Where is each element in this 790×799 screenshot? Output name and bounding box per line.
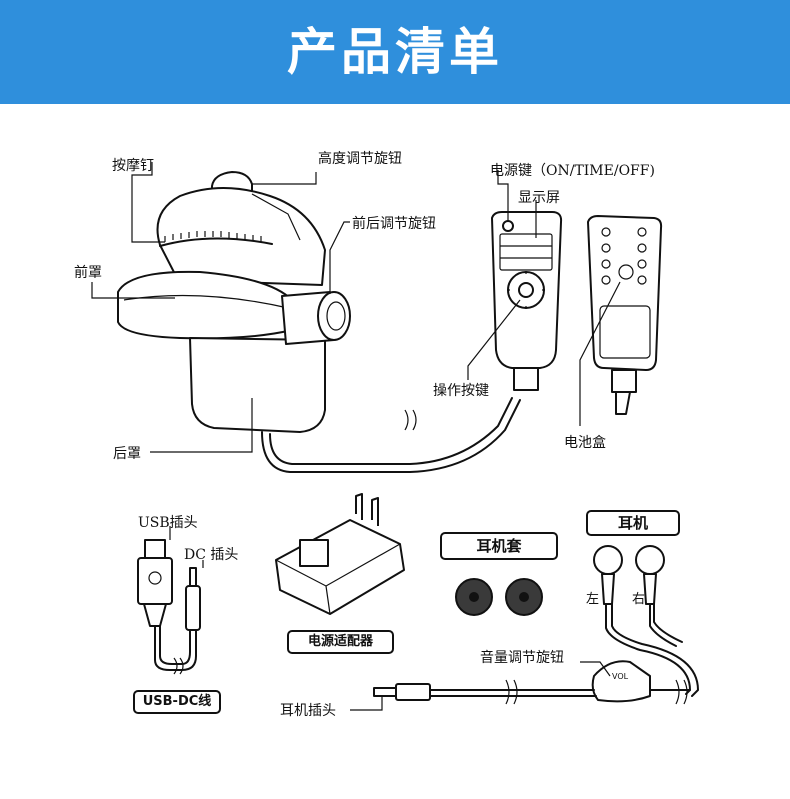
usb-dc-cable-illustration [137,539,201,675]
page-title: 产品清单 [287,23,503,81]
helmet-illustration [117,171,521,473]
label-power-key: 电源键（ON/TIME/OFF) [490,163,655,179]
label-front-cover: 前罩 [74,265,102,281]
label-vol: VOL [612,672,629,681]
box-power-adapter: 电源适配器 [287,630,394,654]
earphone-covers-illustration [455,578,543,616]
earphones-illustration [373,545,699,705]
label-front-back-knob: 前后调节旋钮 [352,216,436,232]
box-earphone-cover: 耳机套 [440,532,558,560]
label-right: 右 [632,592,646,607]
box-usb-dc-cable: USB-DC线 [133,690,221,714]
label-dc-plug: DC 插头 [184,547,239,563]
label-operation-keys: 操作按键 [433,383,489,399]
label-usb-plug: USB插头 [138,515,198,531]
battery-box [587,215,663,415]
label-battery-box: 电池盒 [564,435,606,451]
label-earphone-plug: 耳机插头 [280,703,336,719]
controller-front [491,211,563,391]
label-left: 左 [586,592,600,607]
label-display: 显示屏 [518,190,560,206]
title-banner [0,0,790,104]
leader-lines [91,162,621,711]
label-rear-cover: 后罩 [113,446,141,462]
label-volume-knob: 音量调节旋钮 [480,650,564,666]
power-adapter-illustration [275,493,405,615]
box-earphone: 耳机 [586,510,680,536]
label-height-knob: 高度调节旋钮 [318,151,402,167]
label-massage-nail: 按摩钉 [112,158,154,174]
